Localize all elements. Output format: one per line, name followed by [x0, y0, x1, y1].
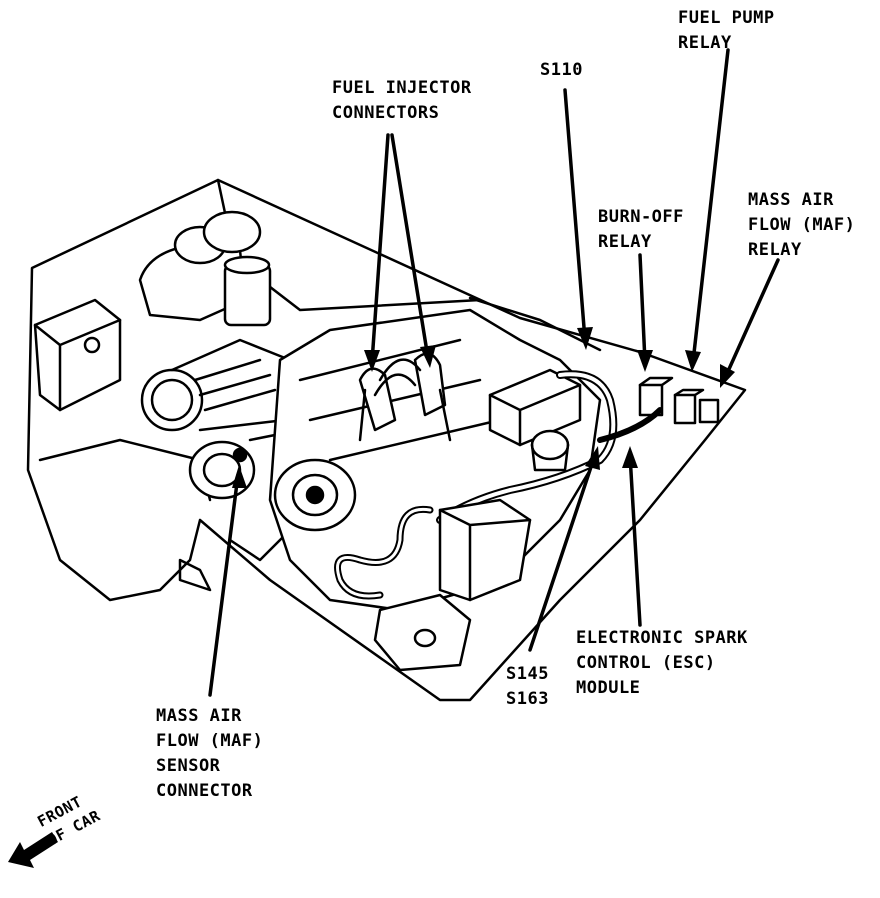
leader-lines: [208, 48, 780, 697]
front-of-car-arrow-icon: [8, 832, 58, 868]
label-s145-s163: S145 S163: [506, 664, 549, 709]
relay-cluster: [638, 376, 720, 425]
label-fuel-injector-connectors: FUEL INJECTOR CONNECTORS: [332, 78, 472, 123]
arrow-heads: [232, 327, 735, 488]
label-burn-off-relay: BURN-OFF RELAY: [598, 207, 684, 252]
fender-inner-edge: [38, 438, 212, 502]
label-fuel-pump-relay: FUEL PUMP RELAY: [678, 8, 775, 53]
label-maf-sensor-connector: MASS AIR FLOW (MAF) SENSOR CONNECTOR: [156, 706, 264, 801]
battery-box: [33, 298, 122, 412]
fuse-block: [488, 368, 582, 447]
mounting-bracket: [373, 593, 472, 672]
cowl-ridge: [468, 296, 602, 352]
coolant-reservoir: [438, 498, 532, 602]
label-maf-relay: MASS AIR FLOW (MAF) RELAY: [748, 190, 856, 260]
label-esc-module: ELECTRONIC SPARK CONTROL (ESC) MODULE: [576, 628, 748, 698]
label-s110: S110: [540, 60, 583, 80]
injector-connectors: [358, 352, 452, 442]
fender-outline: [26, 178, 747, 702]
